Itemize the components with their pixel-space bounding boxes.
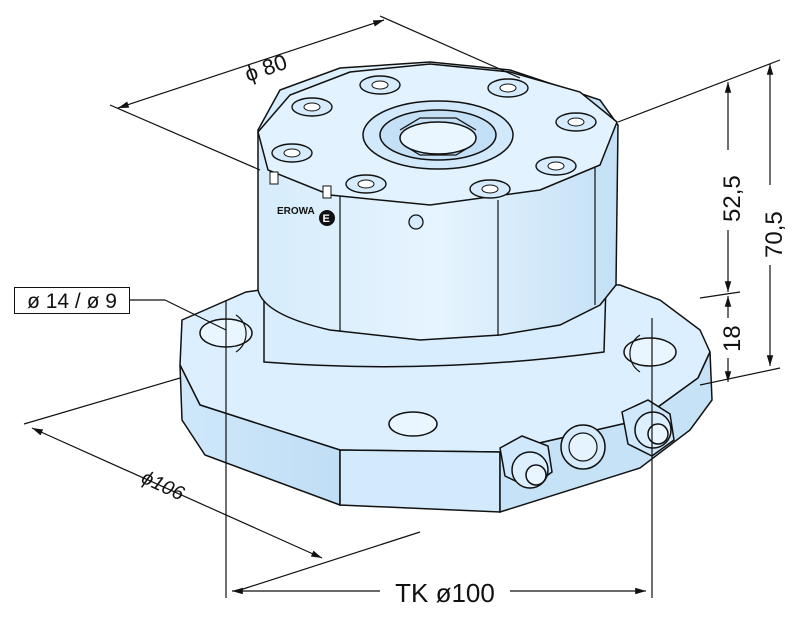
- cap-screw: [469, 179, 511, 199]
- hole-callout: ø 14 / ø 9: [14, 287, 130, 314]
- chuck-body: EROWA E: [257, 61, 619, 368]
- logo-text: EROWA: [277, 206, 315, 217]
- erowa-logo: EROWA E: [277, 206, 335, 226]
- cap-screw: [555, 112, 597, 132]
- dim-total-height: 70,5: [761, 211, 788, 258]
- cap-screw: [291, 97, 333, 117]
- air-fitting-left: [499, 435, 553, 489]
- cap-screw: [271, 143, 313, 163]
- flange-hole-right: [623, 337, 677, 367]
- dim-top-diameter: ϕ 80: [241, 49, 290, 87]
- dim-flange-height: 18: [719, 325, 746, 352]
- cap-screw: [359, 75, 401, 95]
- dim-bolt-circle: TK ø100: [380, 576, 510, 610]
- dim-upper-height: 52,5: [719, 175, 746, 222]
- flange-side-right: [499, 351, 713, 514]
- air-fitting-right: [621, 399, 675, 457]
- cap-screw: [345, 174, 387, 194]
- flange-hole-front: [388, 411, 438, 437]
- cap-screw: [535, 156, 577, 176]
- cap-screw: [487, 78, 529, 98]
- svg-text:E: E: [323, 213, 330, 225]
- side-screw: [408, 214, 424, 230]
- flange-side-front: [339, 449, 501, 513]
- dim-base-diameter: ϕ106: [138, 467, 188, 506]
- center-socket: [362, 100, 514, 170]
